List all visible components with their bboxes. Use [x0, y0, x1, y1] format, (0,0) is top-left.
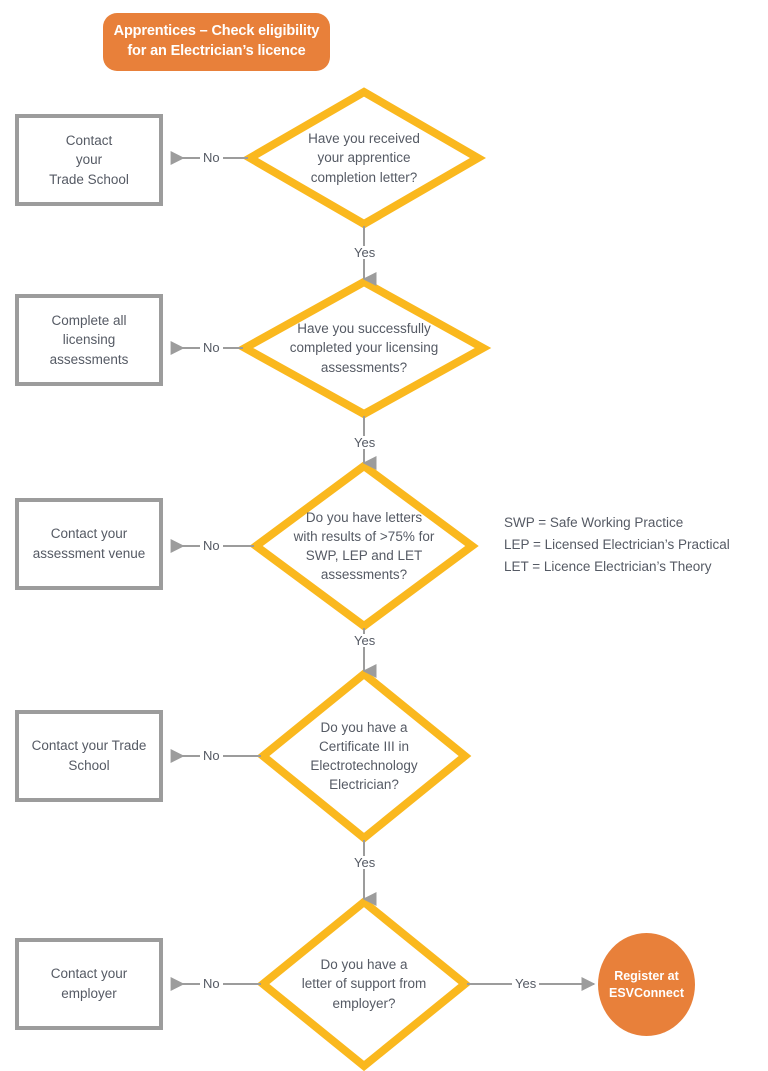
edge-label-yes-1: Yes: [351, 246, 379, 259]
decision-shape-letter-of-support: [256, 896, 472, 1071]
outcome-box-text: Contact your Trade School: [49, 131, 129, 190]
legend-line-let: LET = Licence Electrician’s Theory: [504, 558, 712, 574]
edge-label-yes-2: Yes: [351, 436, 379, 449]
terminator-line-1: Register at: [614, 968, 679, 983]
outcome-line-2: licensing: [62, 332, 116, 348]
decision-shape-assessment-results-letters: [249, 461, 479, 631]
flowchart-title-line-1: Apprentices – Check eligibility: [113, 23, 320, 40]
outcome-line-2: employer: [61, 986, 117, 1001]
outcome-box-text: Contact your employer: [51, 964, 128, 1003]
outcome-box-text: Contact your assessment venue: [33, 524, 146, 563]
outcome-line-2: your: [75, 152, 103, 168]
outcome-line-3: assessments: [49, 351, 129, 367]
legend-line-swp: SWP = Safe Working Practice: [504, 515, 684, 530]
edge-label-no-4: No: [200, 749, 223, 762]
outcome-box-contact-trade-school-2: Contact your Trade School: [15, 710, 163, 802]
terminator-register-esvconnect[interactable]: Register at ESVConnect: [598, 933, 695, 1036]
outcome-line-2: assessment venue: [32, 546, 146, 561]
edge-label-yes-4: Yes: [351, 856, 379, 869]
outcome-line-1: Contact your: [50, 966, 128, 982]
outcome-line-1: Complete all: [51, 312, 127, 328]
edge-label-no-3: No: [200, 539, 223, 552]
outcome-box-contact-employer: Contact your employer: [15, 938, 163, 1030]
terminator-text: Register at ESVConnect: [609, 968, 684, 1002]
outcome-line-3: Trade School: [49, 171, 129, 187]
outcome-box-complete-licensing-assessments: Complete all licensing assessments: [15, 294, 163, 386]
acronym-legend: SWP = Safe Working Practice LEP = Licens…: [504, 512, 759, 578]
outcome-line-1: Contact your: [50, 526, 128, 542]
outcome-box-contact-assessment-venue: Contact your assessment venue: [15, 498, 163, 590]
terminator-line-2: ESVConnect: [608, 985, 684, 1000]
legend-line-lep: LEP = Licensed Electrician’s Practical: [504, 536, 730, 552]
flowchart-title-text: Apprentices – Check eligibility for an E…: [114, 22, 320, 61]
edge-label-no-5: No: [200, 977, 223, 990]
edge-label-yes-3: Yes: [351, 634, 379, 647]
flowchart-title-pill: Apprentices – Check eligibility for an E…: [103, 13, 330, 71]
decision-shape-certificate-iii: [256, 668, 472, 844]
outcome-box-contact-trade-school-1: Contact your Trade School: [15, 114, 163, 206]
outcome-line-1: Contact: [65, 132, 113, 148]
edge-label-yes-5: Yes: [512, 977, 540, 990]
decision-shape-licensing-assessments: [236, 277, 492, 419]
decision-shape-apprentice-completion-letter: [242, 87, 486, 229]
outcome-line-1: Contact your Trade: [31, 738, 147, 754]
edge-label-no-1: No: [200, 151, 223, 164]
edge-label-no-2: No: [200, 341, 223, 354]
outcome-box-text: Contact your Trade School: [32, 736, 147, 775]
outcome-box-text: Complete all licensing assessments: [50, 311, 129, 370]
flowchart-title-line-2: for an Electrician’s licence: [127, 43, 306, 59]
outcome-line-2: School: [68, 758, 110, 773]
